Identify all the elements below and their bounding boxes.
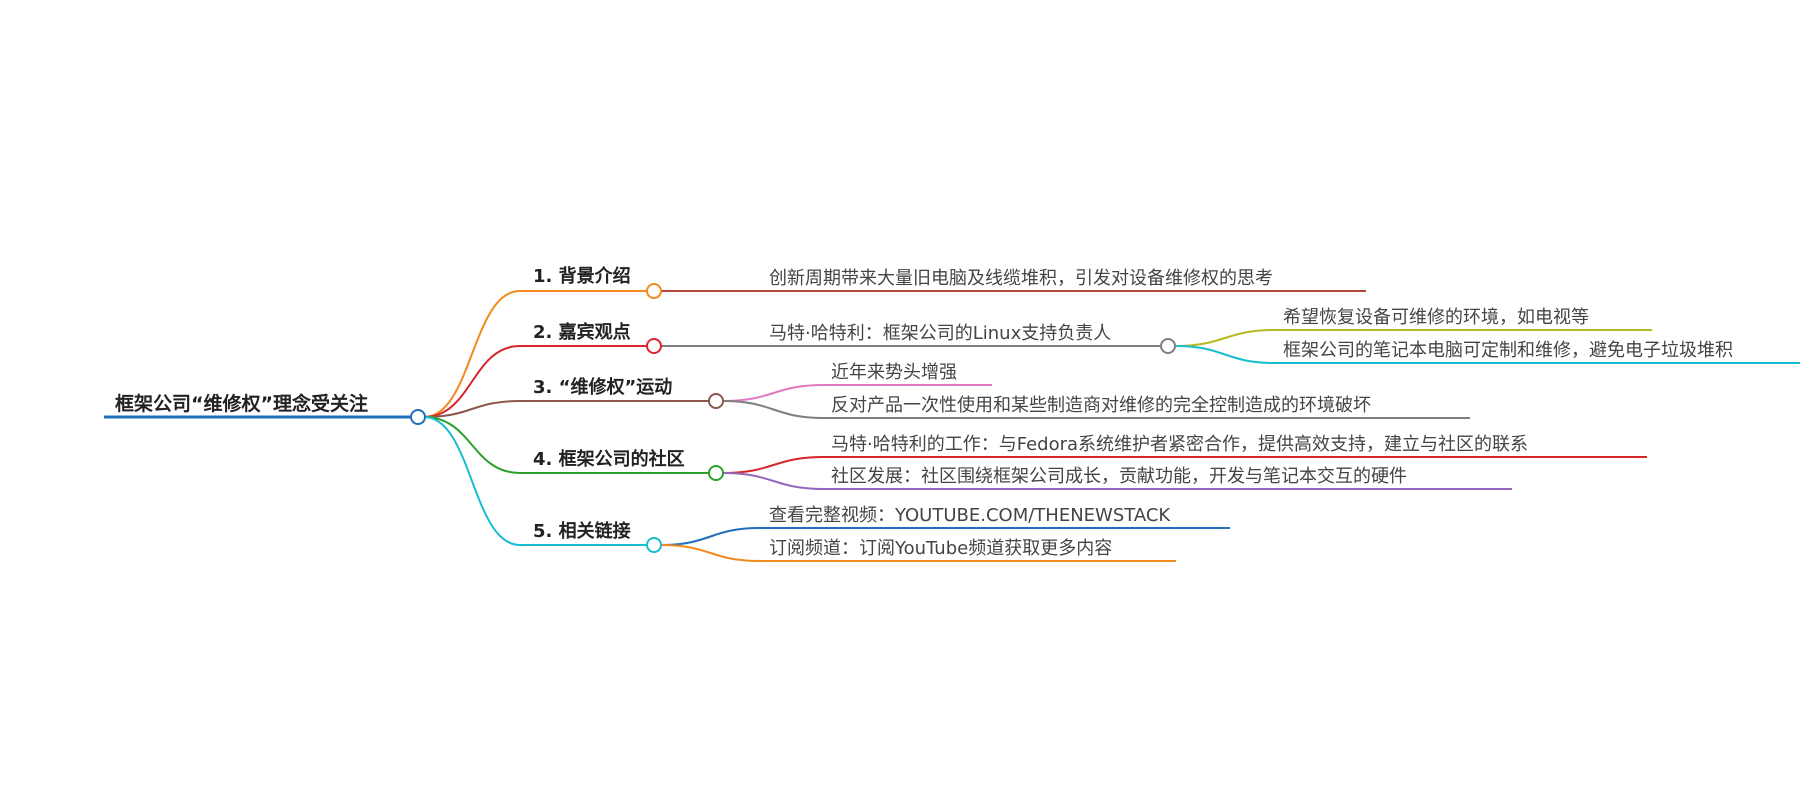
branch-connector-1 (423, 290, 521, 418)
subtopic-1-1[interactable]: 创新周期带来大量旧电脑及线缆堆积，引发对设备维修权的思考 (769, 268, 1273, 289)
branch-topic-3[interactable]: 3. “维修权”运动 (533, 377, 673, 398)
detail-connector-1 (1174, 329, 1276, 347)
branch-connector-4 (423, 416, 521, 474)
detail-connector-2 (1174, 345, 1276, 364)
subtopic-5-1[interactable]: 查看完整视频：YOUTUBE.COM/THENEWSTACK (769, 505, 1171, 526)
subtopic-connector-5-1 (660, 527, 761, 546)
subtopic-3-2[interactable]: 反对产品一次性使用和某些制造商对维修的完全控制造成的环境破坏 (831, 395, 1371, 416)
subtopic-3-1[interactable]: 近年来势头增强 (831, 362, 957, 383)
branch-connector-3 (423, 400, 521, 418)
subtopic-connector-3-1 (722, 384, 825, 402)
root-topic[interactable]: 框架公司“维修权”理念受关注 (115, 393, 368, 415)
branch-connector-5 (423, 416, 521, 546)
branch-node-2 (646, 338, 662, 354)
branch-topic-2[interactable]: 2. 嘉宾观点 (533, 322, 631, 343)
branch-topic-1[interactable]: 1. 背景介绍 (533, 266, 631, 287)
subtopic-2-1-1[interactable]: 希望恢复设备可维修的环境，如电视等 (1283, 307, 1589, 328)
subtopic-connector-5-2 (660, 544, 761, 562)
subtopic-4-1[interactable]: 马特·哈特利的工作：与Fedora系统维护者紧密合作，提供高效支持，建立与社区的… (831, 434, 1529, 455)
subtopic-5-2[interactable]: 订阅频道：订阅YouTube频道获取更多内容 (769, 538, 1113, 559)
root-node (410, 409, 426, 425)
branch-topic-5[interactable]: 5. 相关链接 (533, 521, 631, 542)
branch-node-3 (708, 393, 724, 409)
subtopic-2-1[interactable]: 马特·哈特利：框架公司的Linux支持负责人 (769, 323, 1112, 344)
branch-node-1 (646, 283, 662, 299)
subtopic-node-2-1 (1160, 338, 1176, 354)
branch-node-4 (708, 465, 724, 481)
subtopic-2-1-2[interactable]: 框架公司的笔记本电脑可定制和维修，避免电子垃圾堆积 (1283, 340, 1733, 361)
branch-connector-2 (423, 345, 521, 418)
subtopic-connector-3-2 (722, 400, 825, 419)
subtopic-4-2[interactable]: 社区发展：社区围绕框架公司成长，贡献功能，开发与笔记本交互的硬件 (831, 466, 1407, 487)
branch-node-5 (646, 537, 662, 553)
branch-topic-4[interactable]: 4. 框架公司的社区 (533, 449, 685, 470)
subtopic-connector-4-1 (722, 456, 825, 474)
subtopic-connector-4-2 (722, 472, 825, 490)
